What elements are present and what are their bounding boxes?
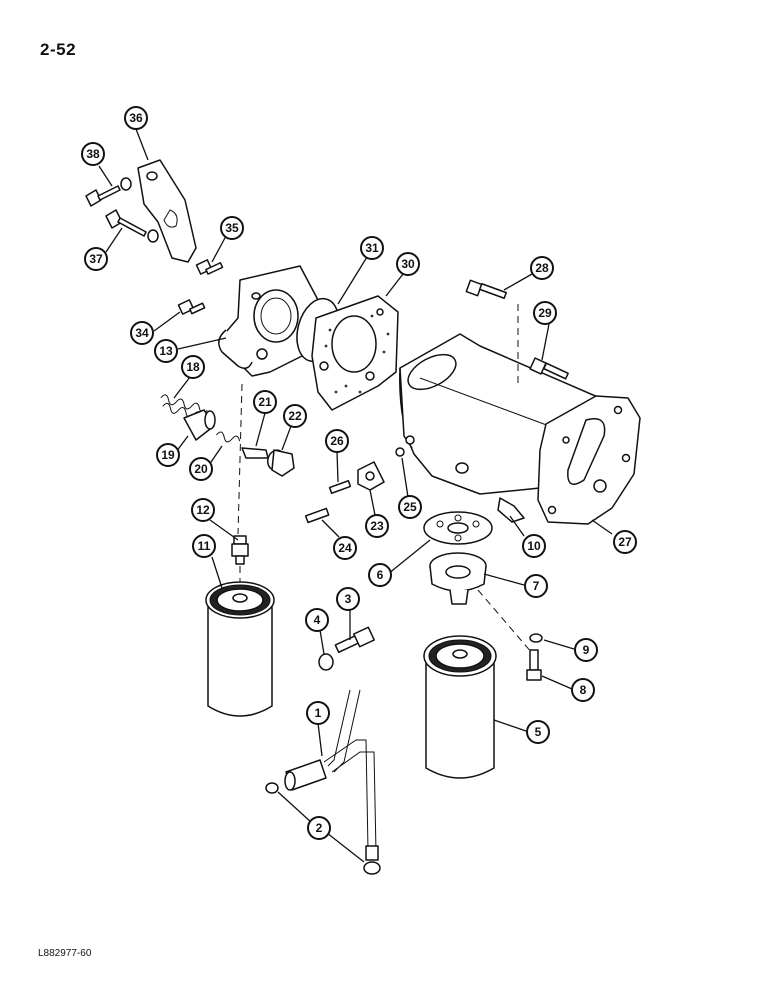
washer-9 — [529, 633, 543, 643]
callout-label: 13 — [159, 344, 173, 358]
callout-24: 24 — [333, 536, 357, 560]
callout-10: 10 — [522, 534, 546, 558]
callout-label: 12 — [196, 503, 210, 517]
callout-label: 3 — [345, 592, 352, 606]
washer-25 — [395, 447, 405, 457]
callout-label: 27 — [618, 535, 632, 549]
bolt-38 — [85, 177, 132, 207]
callout-label: 19 — [161, 448, 175, 462]
callout-3: 3 — [336, 587, 360, 611]
callout-label: 18 — [186, 360, 200, 374]
callout-9: 9 — [574, 638, 598, 662]
screw-26 — [328, 480, 352, 494]
callout-4: 4 — [305, 608, 329, 632]
callout-label: 4 — [314, 613, 321, 627]
alignment-line — [477, 589, 539, 661]
screw-35 — [195, 259, 224, 275]
fuel-filter-right — [423, 635, 497, 779]
callout-7: 7 — [524, 574, 548, 598]
callout-label: 8 — [580, 683, 587, 697]
callout-37: 37 — [84, 247, 108, 271]
callout-label: 36 — [129, 111, 143, 125]
callout-label: 5 — [535, 725, 542, 739]
callout-label: 28 — [535, 261, 549, 275]
callout-34: 34 — [130, 321, 154, 345]
bolt-28 — [465, 279, 507, 300]
callout-11: 11 — [192, 534, 216, 558]
callout-36: 36 — [124, 106, 148, 130]
callout-13: 13 — [154, 339, 178, 363]
callout-label: 7 — [533, 579, 540, 593]
callout-label: 11 — [198, 539, 211, 553]
mounting-bracket — [137, 159, 197, 263]
callout-30: 30 — [396, 252, 420, 276]
filter-housing — [399, 333, 641, 525]
filter-adapter — [429, 552, 487, 605]
filter-seal — [423, 511, 493, 545]
callout-35: 35 — [220, 216, 244, 240]
callout-6: 6 — [368, 563, 392, 587]
bolt-29 — [529, 357, 569, 380]
callout-label: 2 — [316, 821, 323, 835]
gasket — [311, 295, 399, 411]
fitting-12 — [231, 535, 249, 565]
callout-label: 31 — [365, 241, 379, 255]
callout-27: 27 — [613, 530, 637, 554]
callout-1: 1 — [306, 701, 330, 725]
callout-20: 20 — [189, 457, 213, 481]
callout-23: 23 — [365, 514, 389, 538]
washer-2-lower — [363, 861, 381, 875]
callout-29: 29 — [533, 301, 557, 325]
screw-24 — [304, 507, 330, 524]
screw-34 — [177, 299, 206, 315]
callout-label: 1 — [315, 706, 322, 720]
callout-22: 22 — [283, 404, 307, 428]
fitting-10 — [497, 497, 525, 523]
callout-label: 35 — [225, 221, 239, 235]
callout-5: 5 — [526, 720, 550, 744]
fitting-23 — [357, 461, 385, 491]
washer-2-upper — [265, 782, 279, 794]
callout-label: 23 — [370, 519, 384, 533]
bolt-37 — [105, 209, 159, 243]
callout-label: 26 — [330, 434, 344, 448]
drain-tube — [284, 689, 379, 861]
fuel-filter-left — [205, 581, 275, 717]
parts-drawing — [85, 159, 641, 875]
callout-12: 12 — [191, 498, 215, 522]
callout-26: 26 — [325, 429, 349, 453]
callout-label: 20 — [194, 462, 208, 476]
callout-label: 38 — [86, 147, 100, 161]
filter-head-adapter — [218, 265, 319, 377]
callout-label: 22 — [288, 409, 302, 423]
callout-18: 18 — [181, 355, 205, 379]
alignment-line — [237, 383, 243, 535]
callout-38: 38 — [81, 142, 105, 166]
bolt-8 — [526, 649, 542, 681]
callout-label: 24 — [338, 541, 352, 555]
callout-label: 21 — [258, 395, 272, 409]
callout-31: 31 — [360, 236, 384, 260]
relief-valve-parts — [160, 394, 295, 477]
page-number: 2-52 — [40, 40, 77, 59]
callout-label: 25 — [403, 500, 417, 514]
callout-19: 19 — [156, 443, 180, 467]
callout-label: 9 — [583, 643, 590, 657]
callout-label: 37 — [89, 252, 103, 266]
callout-label: 6 — [377, 568, 384, 582]
callout-28: 28 — [530, 256, 554, 280]
washer-4 — [318, 653, 334, 671]
callout-label: 29 — [538, 306, 552, 320]
callout-21: 21 — [253, 390, 277, 414]
callout-25: 25 — [398, 495, 422, 519]
callout-label: 10 — [527, 539, 541, 553]
leader-lines — [98, 128, 613, 863]
figure-code: L882977-60 — [38, 948, 92, 959]
banjo-bolt-3 — [334, 626, 375, 654]
callout-label: 34 — [135, 326, 149, 340]
callout-label: 30 — [401, 257, 415, 271]
callout-8: 8 — [571, 678, 595, 702]
callout-2: 2 — [307, 816, 331, 840]
